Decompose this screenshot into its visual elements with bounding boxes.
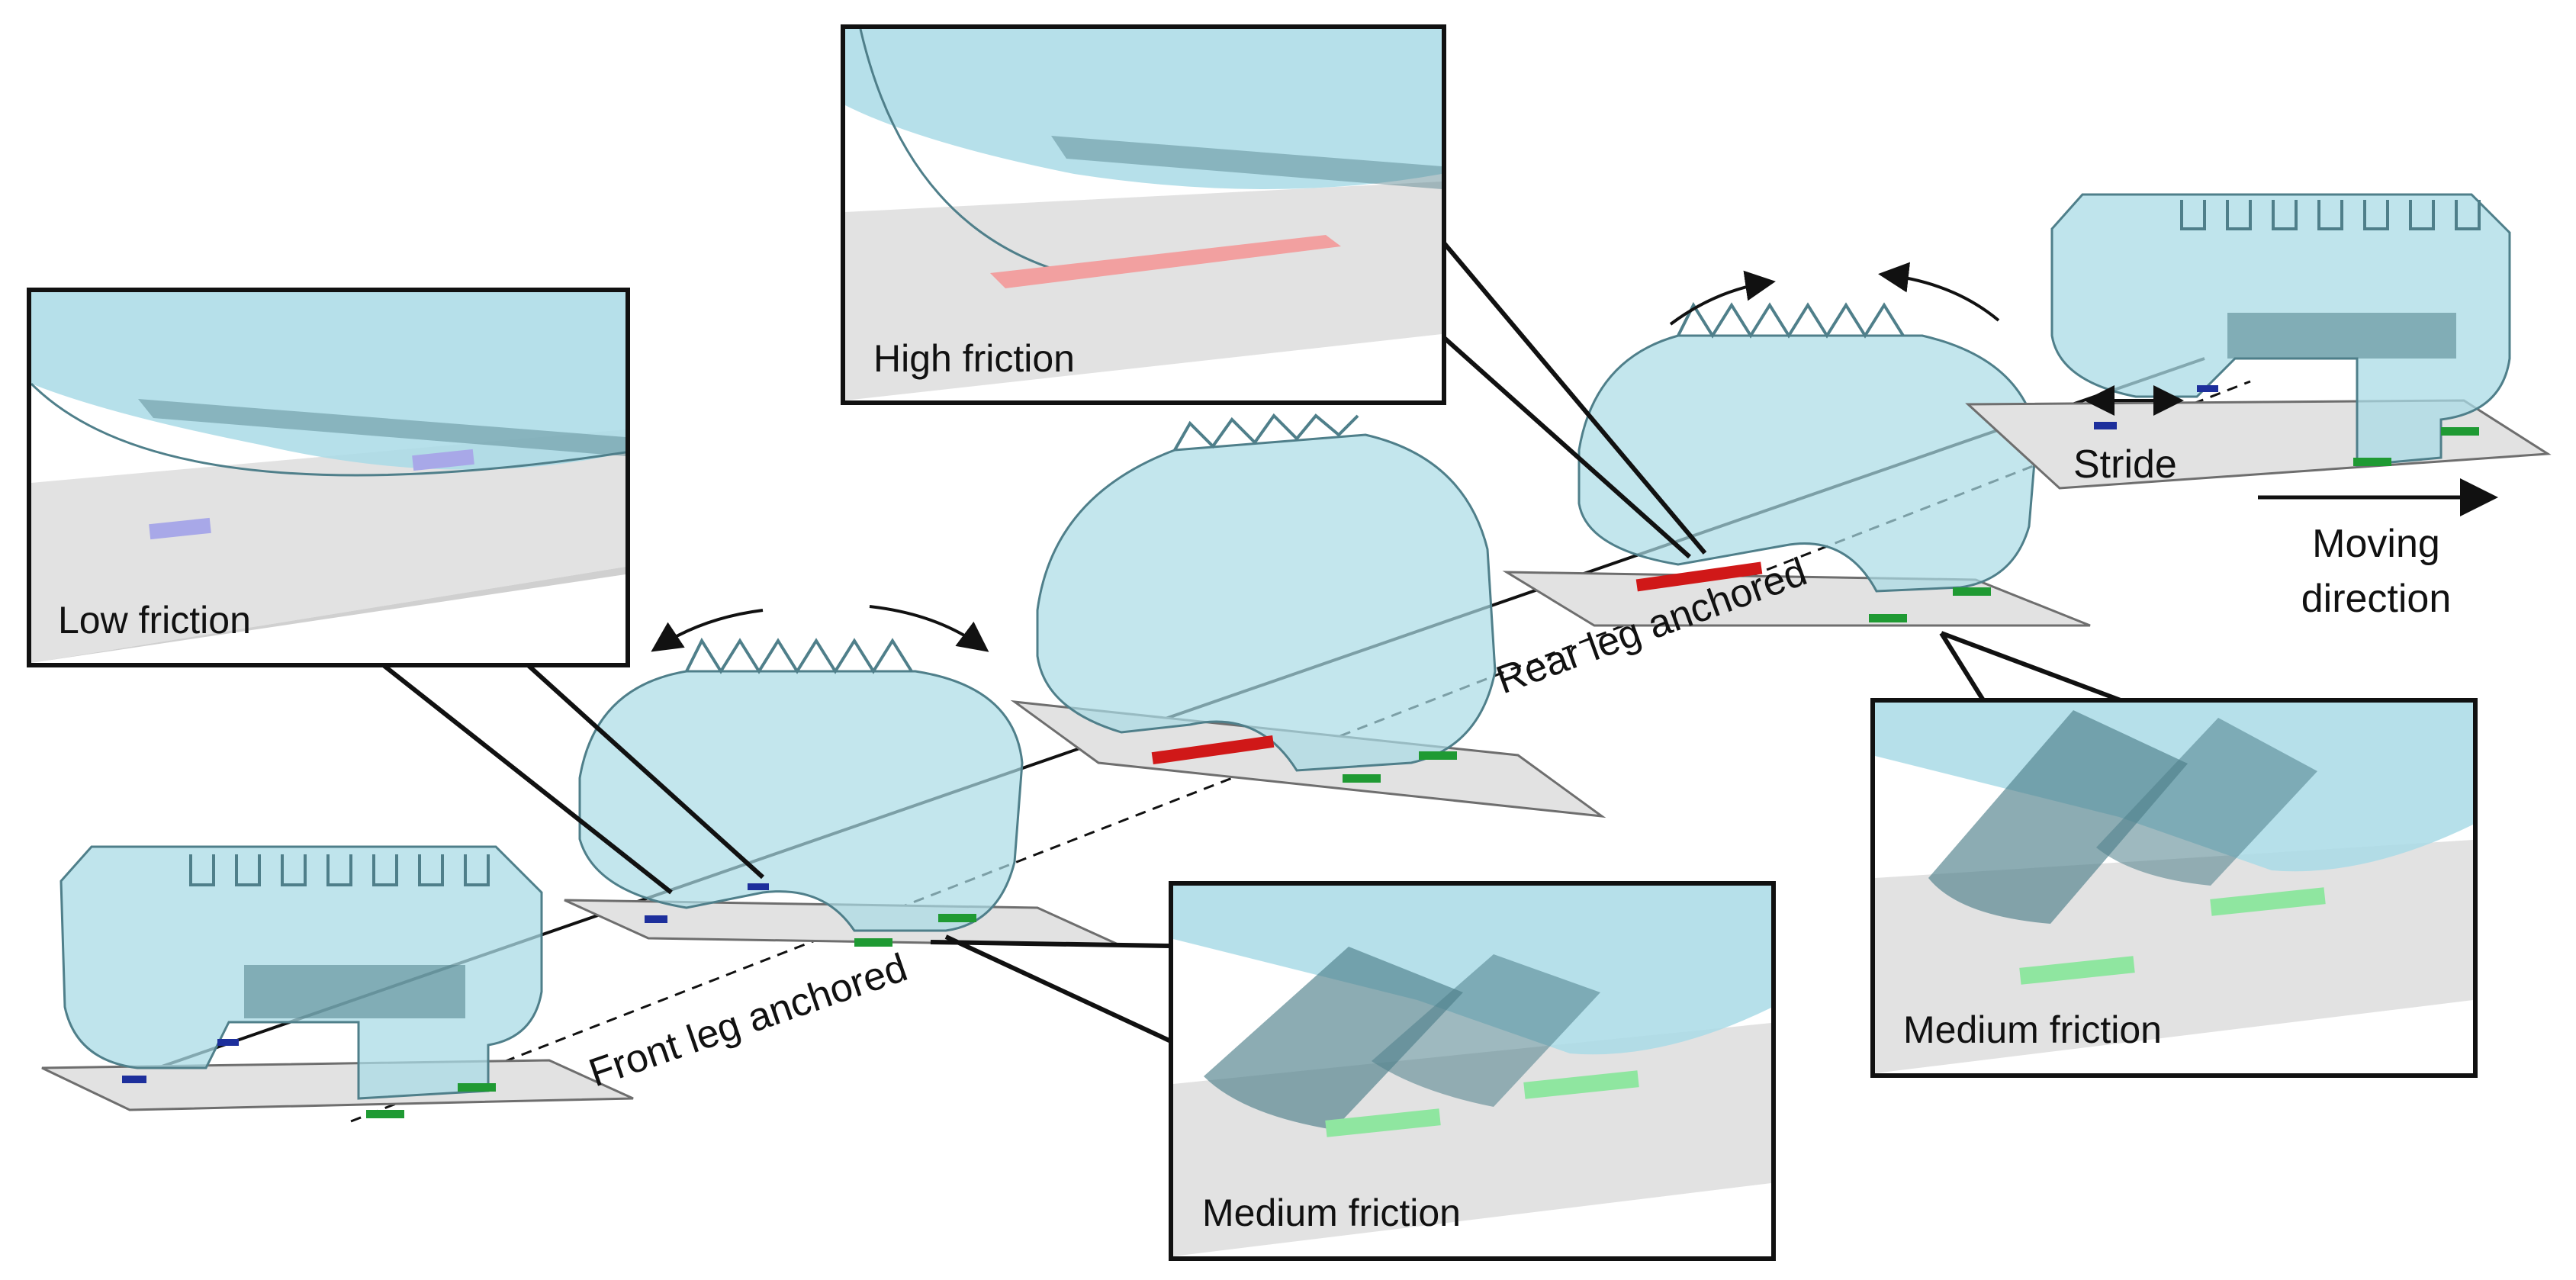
- rotation-arrow-right: [869, 605, 989, 652]
- pad-medium: [854, 938, 892, 947]
- pad-medium: [2353, 458, 2391, 466]
- dashed-guide-line: [350, 380, 2251, 1123]
- robot-teeth: [685, 637, 913, 674]
- robot-stage-3: [1010, 413, 1606, 818]
- inset-low-friction: Low friction: [27, 288, 630, 667]
- inset-medium-friction-right: Medium friction: [1870, 698, 2478, 1078]
- robot-body: [1577, 334, 2038, 593]
- callout-leaders: [380, 239, 2122, 1044]
- rotation-arrow-left: [651, 609, 764, 652]
- pad-medium: [1419, 751, 1457, 760]
- inset-medium-friction-right-label: Medium friction: [1903, 1008, 2162, 1051]
- pad-low: [217, 1039, 239, 1046]
- pad-medium: [458, 1083, 496, 1092]
- robot-stage-5: [1965, 193, 2552, 490]
- moving-direction-label-line2: direction: [2301, 577, 2452, 621]
- robot-teeth: [1173, 413, 1359, 451]
- robot-inner-slot: [244, 965, 465, 1018]
- inset-high-friction: High friction: [841, 24, 1446, 405]
- inset-medium-friction-bottom: Medium friction: [1169, 881, 1776, 1261]
- inset-medium-friction-bottom-label: Medium friction: [1202, 1192, 1461, 1234]
- rotation-arrow-left: [1669, 270, 1776, 326]
- robot-teeth: [189, 854, 490, 886]
- pad-low: [2197, 385, 2218, 392]
- pad-medium: [938, 914, 976, 922]
- robot-teeth: [1677, 301, 1905, 339]
- moving-direction-label-line1: Moving: [2312, 522, 2440, 566]
- rotation-arrow-right: [1878, 262, 2000, 322]
- robot-body: [1036, 433, 1497, 772]
- pad-low: [645, 915, 667, 923]
- inset-low-friction-label: Low friction: [58, 599, 251, 642]
- robot-inner-slot: [2227, 313, 2456, 359]
- front-leg-anchored-label: Front leg anchored: [584, 945, 913, 1095]
- pad-medium: [366, 1110, 404, 1118]
- pad-low: [122, 1076, 146, 1083]
- robot-body: [578, 670, 1024, 932]
- pad-low: [2094, 422, 2117, 429]
- pad-high: [1635, 561, 1763, 592]
- pad-medium: [1953, 587, 1991, 596]
- pad-medium: [1869, 614, 1907, 622]
- inset-high-friction-label: High friction: [873, 337, 1075, 380]
- pad-low: [748, 883, 769, 890]
- robot-teeth: [2180, 200, 2481, 230]
- robot-stage-4: [1502, 262, 2091, 627]
- stride-label: Stride: [2073, 442, 2177, 487]
- pad-medium: [2441, 427, 2479, 436]
- robot-stage-1: [41, 845, 634, 1118]
- pad-high: [1151, 735, 1275, 765]
- pad-medium: [1343, 774, 1381, 783]
